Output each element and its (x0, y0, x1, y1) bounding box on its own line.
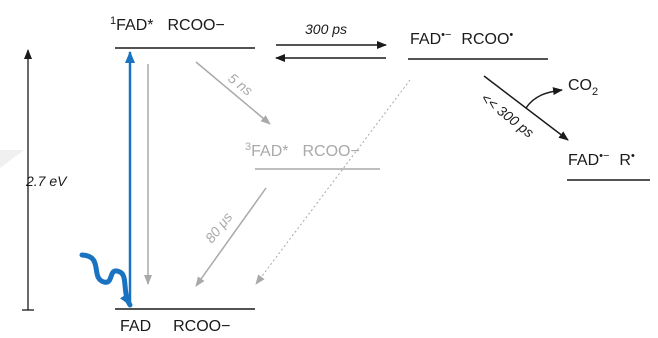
energy-gap-label: 2.7 eV (25, 173, 68, 189)
triplet-decay-arrow (195, 187, 267, 287)
isc-rate-label: 5 ns (225, 70, 256, 99)
decorative-wedge (0, 150, 24, 168)
triplet-decay-rate-label: 80 μs (202, 209, 236, 246)
photon-wavy-arrow (79, 252, 133, 308)
product-state-label: FAD•−R• (568, 150, 635, 169)
isc-arrow (195, 61, 271, 125)
decarboxylation-rate-label: << 300 ps (478, 90, 537, 141)
triplet-state-label: 3FAD*RCOO− (245, 141, 360, 160)
s1-state-label: 1FAD*RCOO− (110, 15, 225, 34)
electron-transfer-rate-label: 300 ps (305, 21, 347, 37)
co2-label: CO2 (568, 77, 598, 98)
co2-release-arrow (525, 87, 563, 109)
radical-pair-state-label: FAD•−RCOO• (410, 29, 513, 48)
back-electron-transfer-arrow (255, 79, 411, 285)
